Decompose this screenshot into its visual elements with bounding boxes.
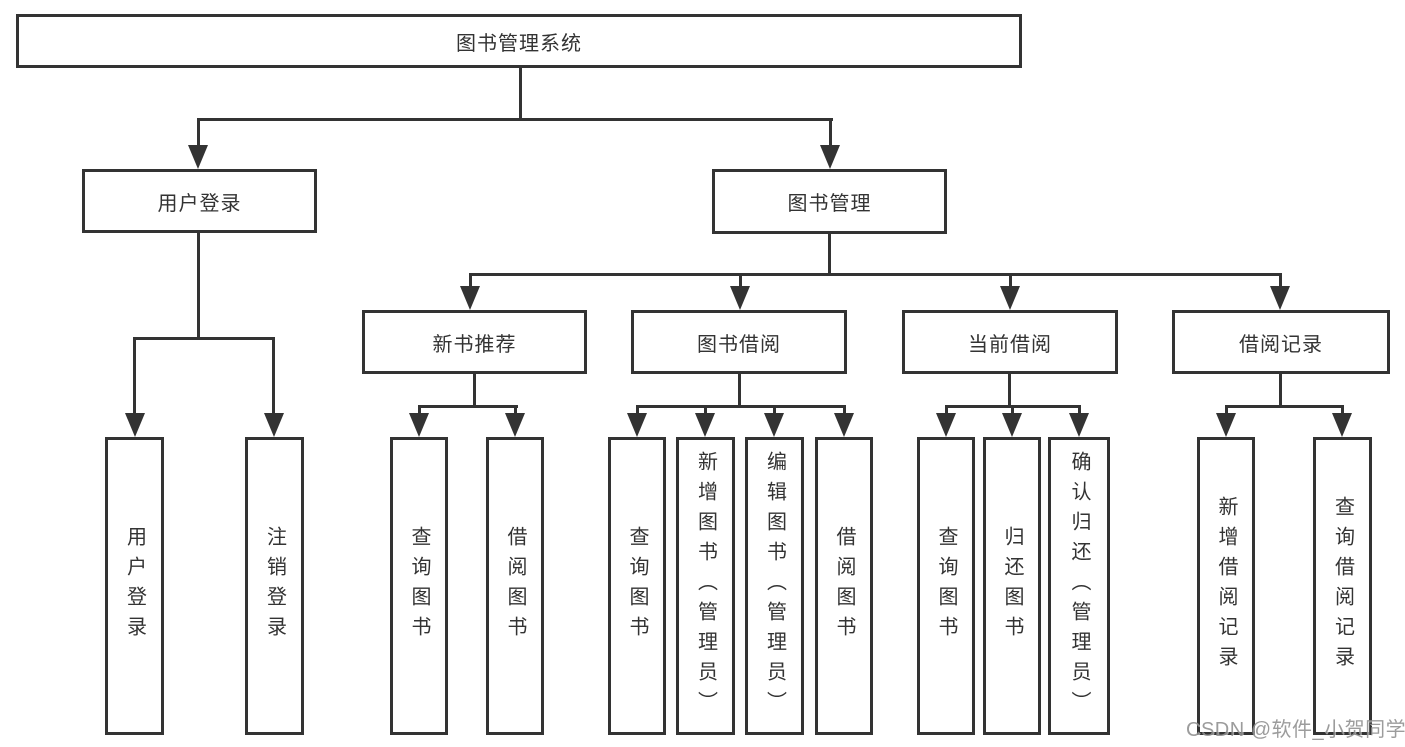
node-book-borrow: 图书借阅 (631, 310, 847, 374)
node-new-book-recommend: 新书推荐 (362, 310, 587, 374)
node-user-login-action: 用户登录 (105, 437, 164, 735)
connector-line (469, 273, 472, 288)
node-nb-borrow-books: 借阅图书 (486, 437, 544, 735)
node-new-book-recommend-label: 新书推荐 (432, 333, 517, 356)
node-book-management-label: 图书管理 (787, 193, 872, 215)
connector-line (1225, 405, 1344, 408)
node-library-system: 图书管理系统 (16, 14, 1022, 68)
node-br-query-record: 查询借阅记录 (1313, 437, 1372, 735)
connector-line (1009, 273, 1012, 288)
node-bb-query-books: 查询图书 (608, 437, 666, 735)
csdn-watermark: CSDN @软件_小贺同学 (1186, 719, 1405, 741)
connector-line (133, 337, 275, 340)
connector-line (519, 68, 522, 120)
connector-line (272, 337, 275, 415)
node-bb-query-books-label: 查询图书 (626, 526, 648, 646)
node-library-system-label: 图书管理系统 (456, 32, 582, 55)
connector-line (636, 405, 846, 408)
connector-line (1279, 273, 1282, 288)
arrow-down-icon (764, 413, 784, 437)
node-user-login-action-label: 用户登录 (123, 526, 146, 646)
connector-line (773, 405, 776, 417)
node-cb-return-books: 归还图书 (983, 437, 1041, 735)
connector-line (469, 273, 1282, 276)
arrow-down-icon (936, 413, 956, 437)
node-logout: 注销登录 (245, 437, 304, 735)
node-nb-borrow-books-label: 借阅图书 (504, 526, 526, 646)
arrow-down-icon (834, 413, 854, 437)
connector-line (829, 118, 832, 148)
node-book-borrow-label: 图书借阅 (697, 333, 781, 356)
node-book-management: 图书管理 (712, 169, 947, 234)
connector-line (514, 405, 517, 417)
connector-line (704, 405, 707, 417)
node-bb-borrow-books: 借阅图书 (815, 437, 873, 735)
connector-line (1279, 374, 1282, 408)
node-user-login: 用户登录 (82, 169, 317, 233)
arrow-down-icon (1002, 413, 1022, 437)
node-current-borrow-label: 当前借阅 (968, 333, 1052, 356)
node-cb-confirm-return-admin: 确认归还（管理员） (1048, 437, 1110, 735)
node-br-add-record: 新增借阅记录 (1197, 437, 1255, 735)
arrow-down-icon (409, 413, 429, 437)
arrow-down-icon (1216, 413, 1236, 437)
node-cb-confirm-return-admin-label: 确认归还（管理员） (1068, 451, 1090, 721)
connector-line (1341, 405, 1344, 417)
connector-line (418, 405, 421, 417)
node-user-login-label: 用户登录 (157, 192, 242, 215)
node-bb-add-books-admin: 新增图书（管理员） (676, 437, 735, 735)
arrow-down-icon (1000, 286, 1020, 310)
node-cb-query-books: 查询图书 (917, 437, 975, 735)
connector-line (418, 405, 518, 408)
node-bb-add-books-admin-label: 新增图书（管理员） (694, 451, 717, 721)
connector-line (636, 405, 639, 417)
connector-line (1078, 405, 1081, 417)
arrow-down-icon (730, 286, 750, 310)
arrow-down-icon (627, 413, 647, 437)
arrow-down-icon (125, 413, 145, 437)
connector-line (828, 234, 831, 276)
node-borrow-records: 借阅记录 (1172, 310, 1390, 374)
connector-line (197, 118, 200, 148)
connector-line (1225, 405, 1228, 417)
connector-line (197, 233, 200, 340)
connector-line (1011, 405, 1014, 417)
connector-line (473, 374, 476, 408)
arrow-down-icon (505, 413, 525, 437)
node-nb-query-books-label: 查询图书 (408, 526, 430, 646)
node-nb-query-books: 查询图书 (390, 437, 448, 735)
node-cb-query-books-label: 查询图书 (935, 526, 957, 646)
arrow-down-icon (460, 286, 480, 310)
node-bb-edit-books-admin-label: 编辑图书（管理员） (763, 451, 786, 721)
node-borrow-records-label: 借阅记录 (1239, 333, 1323, 356)
connector-line (739, 273, 742, 288)
connector-line (843, 405, 846, 417)
node-br-query-record-label: 查询借阅记录 (1331, 496, 1354, 676)
connector-line (1008, 374, 1011, 408)
arrow-down-icon (1069, 413, 1089, 437)
node-current-borrow: 当前借阅 (902, 310, 1118, 374)
connector-line (133, 337, 136, 415)
connector-line (738, 374, 741, 408)
node-br-add-record-label: 新增借阅记录 (1215, 496, 1237, 676)
node-logout-label: 注销登录 (263, 526, 286, 646)
arrow-down-icon (1270, 286, 1290, 310)
arrow-down-icon (820, 145, 840, 169)
connector-line (945, 405, 948, 417)
node-cb-return-books-label: 归还图书 (1001, 526, 1023, 646)
node-bb-edit-books-admin: 编辑图书（管理员） (745, 437, 804, 735)
arrow-down-icon (264, 413, 284, 437)
connector-line (197, 118, 833, 121)
arrow-down-icon (1332, 413, 1352, 437)
arrow-down-icon (188, 145, 208, 169)
arrow-down-icon (695, 413, 715, 437)
node-bb-borrow-books-label: 借阅图书 (833, 526, 855, 646)
